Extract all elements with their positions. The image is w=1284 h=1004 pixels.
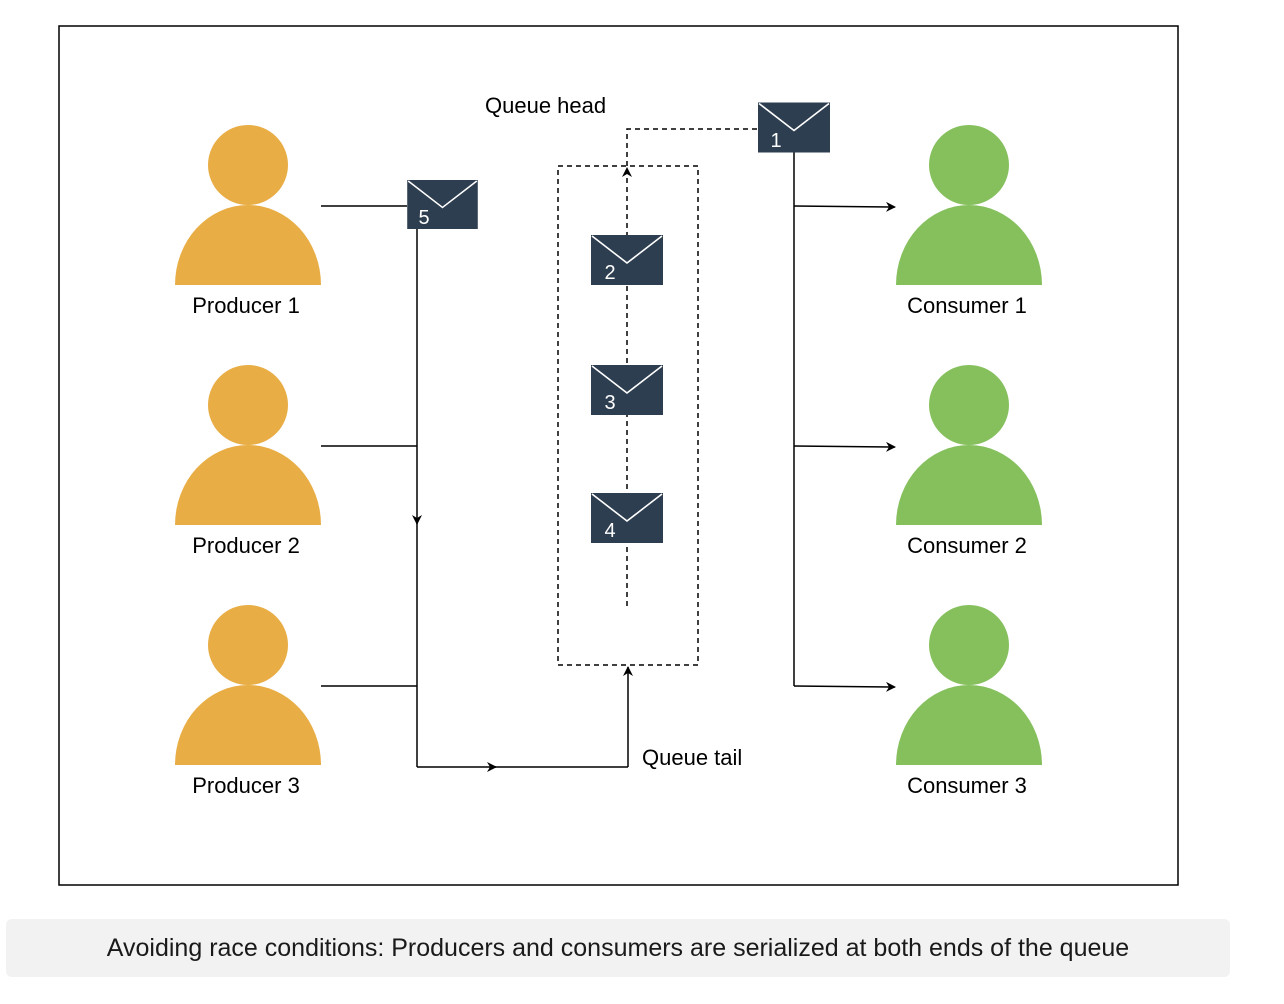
consumer-label: Consumer 3 bbox=[907, 773, 1027, 798]
producer-person-icon bbox=[175, 365, 321, 525]
message-envelope-5: 5 bbox=[407, 180, 478, 229]
message-envelope-3: 3 bbox=[591, 365, 663, 415]
producer-1: Producer 1 bbox=[175, 125, 321, 318]
message-number: 4 bbox=[604, 520, 615, 542]
diagram-frame bbox=[58, 25, 1179, 886]
figure-caption: Avoiding race conditions: Producers and … bbox=[6, 919, 1230, 977]
consumer-3: Consumer 3 bbox=[896, 605, 1042, 798]
producer-label: Producer 1 bbox=[192, 293, 300, 318]
producer-person-icon bbox=[175, 605, 321, 765]
consumer-connectors bbox=[793, 152, 896, 692]
consumer-person-icon bbox=[896, 365, 1042, 525]
producer-person-icon bbox=[175, 125, 321, 285]
head-link-line bbox=[626, 128, 758, 166]
message-envelope-1: 1 bbox=[758, 102, 830, 153]
producer-3: Producer 3 bbox=[175, 605, 321, 798]
queue-box bbox=[557, 165, 699, 666]
producer-label: Producer 3 bbox=[192, 773, 300, 798]
envelope-icon bbox=[758, 102, 830, 153]
queue-head-label: Queue head bbox=[485, 93, 606, 118]
producer-2: Producer 2 bbox=[175, 365, 321, 558]
consumer-person-icon bbox=[896, 605, 1042, 765]
consumer-label: Consumer 2 bbox=[907, 533, 1027, 558]
consumer-2: Consumer 2 bbox=[896, 365, 1042, 558]
producer-connectors bbox=[321, 205, 633, 772]
consumer-3-arrow bbox=[793, 681, 896, 692]
message-number: 3 bbox=[604, 392, 615, 414]
producer-label: Producer 2 bbox=[192, 533, 300, 558]
envelope-icon bbox=[591, 493, 663, 543]
consumer-person-icon bbox=[896, 125, 1042, 285]
consumer-1-arrow bbox=[793, 201, 896, 212]
consumer-label: Consumer 1 bbox=[907, 293, 1027, 318]
message-number: 5 bbox=[418, 207, 429, 229]
envelope-icon bbox=[591, 365, 663, 415]
message-number: 2 bbox=[604, 262, 615, 284]
message-number: 1 bbox=[770, 130, 781, 152]
consumer-1: Consumer 1 bbox=[896, 125, 1042, 318]
envelope-icon bbox=[591, 235, 663, 285]
message-envelope-4: 4 bbox=[591, 493, 663, 543]
consumer-2-arrow bbox=[793, 441, 896, 452]
queue-tail-label: Queue tail bbox=[642, 745, 742, 770]
message-envelope-2: 2 bbox=[591, 235, 663, 285]
